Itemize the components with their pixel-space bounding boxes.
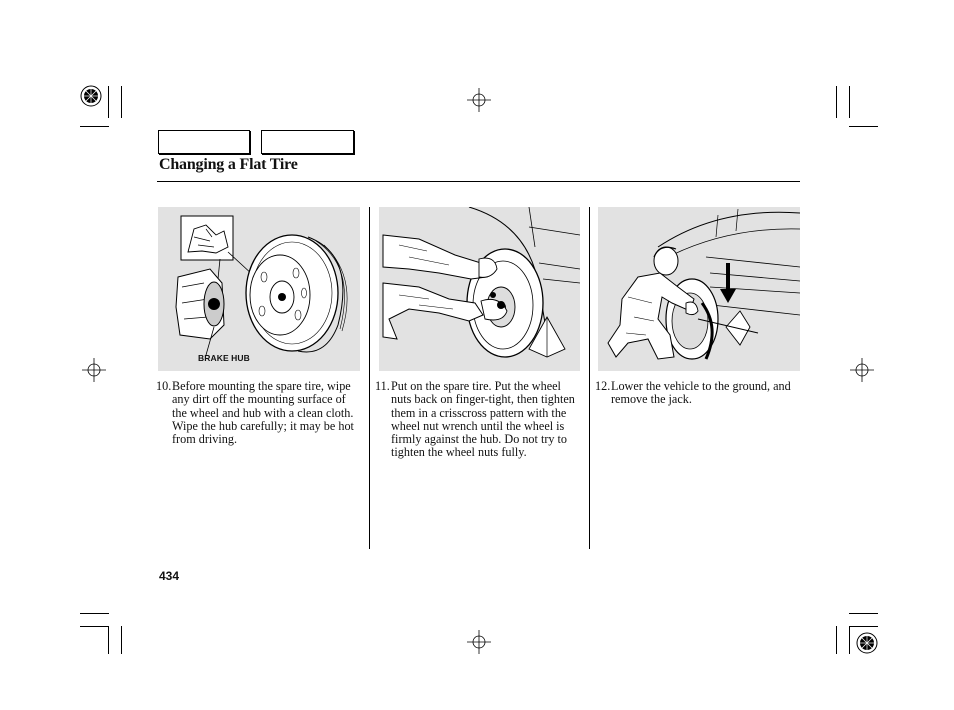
step-text: Put on the spare tire. Put the wheel nut… xyxy=(391,379,575,460)
step-number: 12. xyxy=(595,379,611,393)
crosshair-icon xyxy=(467,88,491,112)
step-text: Lower the vehicle to the ground, and rem… xyxy=(611,379,791,407)
header-tab-box xyxy=(261,130,354,154)
figure-mount-spare xyxy=(379,207,580,371)
column-divider xyxy=(589,207,590,549)
figure-callout-brake-hub: BRAKE HUB xyxy=(198,353,250,363)
step-number: 10. xyxy=(156,379,172,393)
page-title: Changing a Flat Tire xyxy=(159,156,298,173)
figure-lower-vehicle xyxy=(598,207,800,371)
registration-target-icon xyxy=(856,632,878,654)
header-tab-box xyxy=(158,130,250,154)
registration-target-icon xyxy=(80,85,102,107)
step-number: 11. xyxy=(375,379,390,393)
crosshair-icon xyxy=(467,630,491,654)
figure-brake-hub: BRAKE HUB xyxy=(158,207,360,371)
crosshair-icon xyxy=(82,358,106,382)
column-divider xyxy=(369,207,370,549)
step-text: Before mounting the spare tire, wipe any… xyxy=(172,379,354,447)
title-rule xyxy=(157,181,800,182)
crosshair-icon xyxy=(850,358,874,382)
page-number: 434 xyxy=(159,569,180,583)
